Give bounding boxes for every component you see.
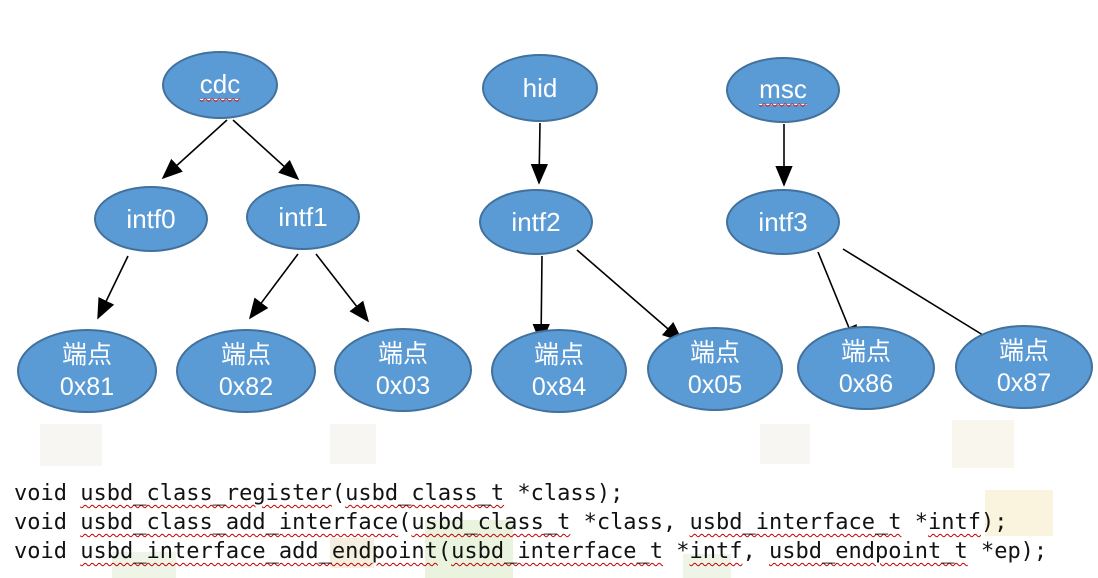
node-intf3: intf3 xyxy=(726,189,840,255)
code-token: void xyxy=(14,510,81,535)
code-block: void usbd_class_register(usbd_class_t *c… xyxy=(14,479,1047,566)
arrow-cdc-to-intf1 xyxy=(232,119,300,181)
node-label: msc xyxy=(759,73,807,106)
arrow-intf0-to-endpoint-0x81 xyxy=(97,255,129,320)
node-label-line: 端点 xyxy=(689,339,740,367)
node-endpoint-0x84: 端点 0x84 xyxy=(491,329,627,413)
node-label: intf0 xyxy=(126,203,176,234)
node-endpoint-0x81: 端点 0x81 xyxy=(17,329,157,413)
code-token: * xyxy=(901,510,928,535)
node-label-line: 端点 xyxy=(61,341,112,369)
code-token-misspelled: usbd_class_t xyxy=(345,481,505,506)
code-token: * xyxy=(663,539,690,564)
code-token-misspelled: usbd_interface_add_endpoint xyxy=(80,539,438,564)
arrow-cdc-to-intf0 xyxy=(161,119,228,180)
node-label: intf2 xyxy=(511,206,561,237)
node-label-line: 端点 xyxy=(998,337,1049,365)
code-token-misspelled: usbd_interface_t xyxy=(689,510,902,535)
node-intf1: intf1 xyxy=(246,184,360,250)
node-label-line: 0x87 xyxy=(996,369,1052,397)
node-endpoint-0x86: 端点 0x86 xyxy=(797,326,935,410)
node-msc: msc xyxy=(726,57,840,123)
code-token: ( xyxy=(398,510,412,535)
code-token-misspelled: usbd_class_register xyxy=(80,481,332,506)
code-line: void usbd_interface_add_endpoint(usbd_in… xyxy=(14,537,1047,566)
code-line: void usbd_class_register(usbd_class_t *c… xyxy=(14,479,1047,508)
node-label-line: 端点 xyxy=(533,341,584,369)
arrow-intf2-to-endpoint-0x05 xyxy=(576,249,684,343)
node-label: intf1 xyxy=(278,201,328,232)
code-token: ( xyxy=(331,481,346,506)
arrow-intf3-to-endpoint-0x87 xyxy=(842,248,1006,349)
node-hid: hid xyxy=(482,54,598,122)
arrow-hid-to-intf2 xyxy=(530,122,548,185)
node-endpoint-0x87: 端点 0x87 xyxy=(955,325,1093,409)
code-token: ); xyxy=(980,510,1008,535)
code-token: *ep); xyxy=(967,539,1048,564)
code-token: *class); xyxy=(504,481,624,506)
node-label-line: 0x86 xyxy=(838,370,894,398)
code-token-misspelled: intf xyxy=(689,539,743,564)
code-token: void xyxy=(14,539,81,564)
node-label-line: 端点 xyxy=(220,341,271,369)
arrow-intf1-to-endpoint-0x03 xyxy=(315,253,370,323)
code-token: *class, xyxy=(570,510,690,535)
node-cdc: cdc xyxy=(162,51,278,119)
node-label-line: 端点 xyxy=(377,340,428,368)
code-token-misspelled: usbd_class_add_interface xyxy=(80,510,399,535)
node-label-line: 0x81 xyxy=(59,373,115,401)
code-token-misspelled: usbd_interface_t xyxy=(451,539,664,564)
code-token: ( xyxy=(437,539,452,564)
code-token-misspelled: usbd_class_t xyxy=(411,510,571,535)
node-label: hid xyxy=(522,72,558,103)
node-label: intf3 xyxy=(758,206,808,237)
code-token: , xyxy=(742,539,770,564)
node-intf0: intf0 xyxy=(94,186,208,252)
arrow-intf2-to-endpoint-0x84 xyxy=(532,255,550,345)
arrow-intf1-to-endpoint-0x82 xyxy=(248,253,299,320)
node-label-line: 0x84 xyxy=(531,373,587,401)
code-line: void usbd_class_add_interface(usbd_class… xyxy=(14,508,1047,537)
node-label-line: 0x82 xyxy=(218,373,274,401)
node-label-line: 端点 xyxy=(840,338,891,366)
code-token-misspelled: usbd_endpoint_t xyxy=(769,539,968,564)
node-label: cdc xyxy=(199,68,241,101)
node-endpoint-0x05: 端点 0x05 xyxy=(647,327,783,411)
node-endpoint-0x82: 端点 0x82 xyxy=(176,329,316,413)
node-intf2: intf2 xyxy=(479,189,593,255)
code-token-misspelled: intf xyxy=(927,510,981,535)
node-label-line: 0x05 xyxy=(687,371,743,399)
code-token: void xyxy=(14,481,81,506)
node-label-line: 0x03 xyxy=(375,372,431,400)
node-endpoint-0x03: 端点 0x03 xyxy=(334,328,472,412)
